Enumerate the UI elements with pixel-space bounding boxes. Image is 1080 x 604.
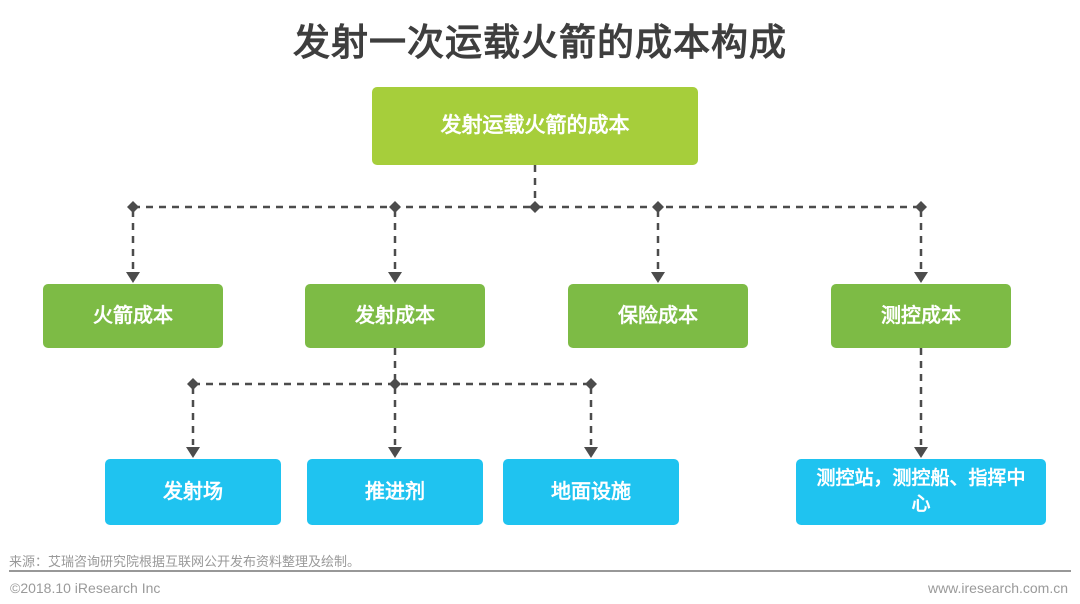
arrow-down-icon (388, 447, 402, 458)
arrow-down-icon (651, 272, 665, 283)
connector-root-to-level2 (126, 165, 928, 283)
junction-diamond-icon (915, 201, 927, 213)
footer-divider (9, 570, 1071, 572)
arrow-down-icon (388, 272, 402, 283)
node-ground-facilities: 地面设施 (503, 459, 679, 525)
arrow-down-icon (186, 447, 200, 458)
node-propellant: 推进剂 (307, 459, 483, 525)
junction-diamond-icon (389, 201, 401, 213)
node-rocket-cost: 火箭成本 (43, 284, 223, 348)
junction-diamond-icon (529, 201, 541, 213)
node-insurance-cost: 保险成本 (568, 284, 748, 348)
footer-website: www.iresearch.com.cn (927, 580, 1068, 596)
node-tracking-stations: 测控站，测控船、指挥中心 (796, 459, 1046, 525)
node-total-launch-cost: 发射运载火箭的成本 (372, 87, 698, 165)
junction-diamond-icon (585, 378, 597, 390)
junction-diamond-icon (187, 378, 199, 390)
arrow-down-icon (584, 447, 598, 458)
node-tracking-cost: 测控成本 (831, 284, 1011, 348)
connector-tracking-to-level3 (914, 348, 928, 458)
node-launch-cost: 发射成本 (305, 284, 485, 348)
connector-launch-to-level3 (186, 348, 598, 458)
footer-copyright: ©2018.10 iResearch Inc (10, 580, 161, 596)
arrow-down-icon (914, 447, 928, 458)
junction-diamond-icon (127, 201, 139, 213)
node-launch-site: 发射场 (105, 459, 281, 525)
arrow-down-icon (126, 272, 140, 283)
source-note: 来源：艾瑞咨询研究院根据互联网公开发布资料整理及绘制。 (9, 554, 361, 569)
page-title: 发射一次运载火箭的成本构成 (293, 22, 787, 63)
junction-diamond-icon (389, 378, 401, 390)
junction-diamond-icon (652, 201, 664, 213)
arrow-down-icon (914, 272, 928, 283)
